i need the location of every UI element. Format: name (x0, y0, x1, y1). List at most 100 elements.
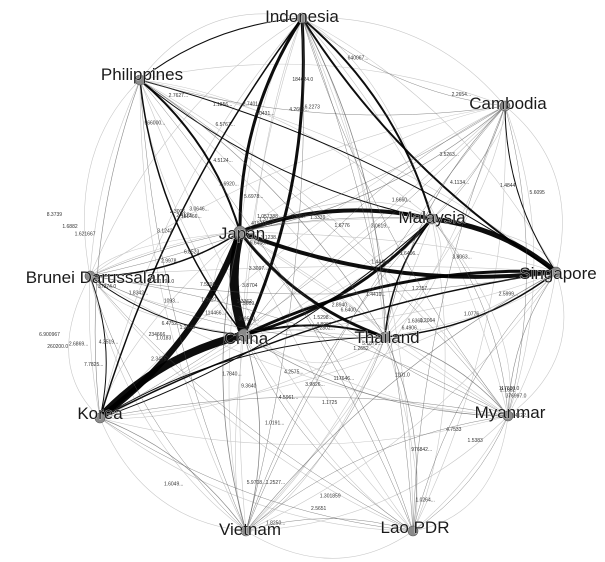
edge-laopdr-myanmar (412, 415, 509, 532)
edge-vietnam-japan (222, 231, 247, 532)
background-arc (245, 336, 386, 532)
background-arc (139, 79, 557, 273)
edge-weight-label: 1.3362 (237, 299, 253, 305)
edge-weight-label: 1.3339... (310, 215, 329, 221)
edge-indonesia-thailand (301, 17, 386, 338)
node-china (237, 328, 251, 342)
node-layer (84, 12, 562, 537)
background-arc (239, 231, 509, 417)
edge-weight-label: 1093... (164, 298, 179, 304)
edge-weight-label: 1.4446... (371, 259, 390, 265)
edge-weight-label: 1.301859 (320, 494, 341, 500)
edge-brunei-thailand (89, 275, 386, 339)
edge-weight-label: 7.7825... (84, 362, 103, 368)
background-arc (99, 417, 414, 532)
edge-weight-label: 1.3735 (259, 217, 275, 223)
edge-weight-label: 6.900967 (39, 332, 60, 338)
edge-korea-thailand (99, 336, 386, 419)
background-arc (99, 417, 247, 532)
background-arc (412, 105, 506, 532)
edge-weight-label: 184624.0 (292, 77, 313, 83)
edge-weight-label: 4.5961... (279, 395, 298, 401)
edge-myanmar-china (243, 334, 509, 417)
edge-philippines-laopdr (139, 79, 414, 532)
node-cambodia (499, 100, 511, 112)
edge-vietnam-laopdr (245, 518, 414, 532)
node-malaysia (426, 213, 438, 225)
background-arc (239, 231, 557, 273)
edge-weight-label: 4.2669... (289, 107, 308, 113)
edge-weight-label: 3.9826... (305, 382, 324, 388)
edge-layer (89, 17, 558, 532)
edge-philippines-singapore (139, 79, 557, 273)
edge-weight-label: 1.057388 (257, 214, 278, 220)
edge-weight-label: 4.8961... (316, 322, 335, 328)
edge-weight-label: 1.2652 (353, 346, 369, 352)
edge-cambodia-laopdr (412, 105, 506, 532)
node-label-philippines: Philippines (101, 65, 183, 84)
edge-weight-label: 7.5296... (200, 282, 219, 288)
background-arc (431, 105, 507, 220)
edge-cambodia-brunei (89, 105, 506, 277)
edge-weight-label: 114466... (205, 311, 225, 317)
edge-weight-label: 2.6920... (219, 182, 238, 188)
edge-weight-label: 4.7533 (446, 427, 462, 433)
background-arc (99, 17, 303, 419)
edge-weight-label: 5.1879.... (362, 341, 383, 347)
edge-weight-label: 260200.0 (47, 344, 68, 350)
background-arc (89, 231, 241, 277)
edge-philippines-vietnam (139, 79, 247, 532)
background-arc (89, 275, 247, 532)
edge-cambodia-japan (239, 105, 506, 233)
background-arc (243, 105, 506, 336)
edge-weight-label: 1.0227... (201, 297, 220, 303)
edge-weight-label: 640067... (348, 55, 369, 61)
edge-weight-label: 2.2802... (315, 326, 334, 332)
edge-philippines-korea (94, 79, 141, 419)
edge-weight-label: 331793.0 (153, 279, 174, 285)
background-arc (239, 17, 303, 532)
edge-weight-label: 3.8063... (452, 254, 471, 260)
edge-weight-label: 4.4122... (511, 413, 530, 419)
edge-vietnam-korea (99, 417, 247, 532)
edge-weight-label: 976842... (411, 447, 432, 453)
background-arc (84, 79, 141, 277)
background-arc (245, 271, 557, 532)
edge-weight-label: 5.9718... (247, 480, 266, 486)
edge-weight-label: 2.3006... (170, 209, 189, 215)
edge-weight-label: 1.2064 (420, 318, 436, 324)
background-arc (139, 63, 506, 107)
edge-weight-label: 3.5263... (439, 152, 458, 158)
edge-brunei-singapore (89, 271, 557, 295)
node-japan (233, 225, 247, 239)
edge-weight-label: 419216... (251, 221, 272, 227)
edge-laopdr-china (243, 334, 414, 532)
node-label-vietnam: Vietnam (219, 520, 281, 539)
edge-weight-label: 2.4123 (176, 213, 192, 219)
node-philippines (134, 74, 146, 86)
node-label-thailand: Thailand (354, 328, 419, 347)
edge-weight-label: 7.7997 (291, 214, 307, 220)
edge-china-malaysia (243, 218, 434, 337)
edge-weight-label: 181466... (181, 214, 202, 220)
edge-philippines-indonesia (139, 17, 303, 81)
edge-myanmar-japan (239, 231, 509, 417)
edge-weight-label: 1.6406... (400, 251, 419, 257)
edge-weight-label: 2.5999... (499, 292, 518, 298)
background-arc (235, 334, 247, 532)
edge-weight-label: 376997.0 (506, 393, 527, 399)
edge-philippines-myanmar (139, 79, 509, 417)
edge-weight-label: 2.8940... (332, 302, 351, 308)
edge-korea-japan (98, 230, 243, 421)
edge-weight-label: 234666.... (149, 332, 171, 338)
node-myanmar (502, 410, 514, 422)
edge-laopdr-singapore (412, 271, 557, 532)
edge-thailand-malaysia (384, 218, 433, 338)
edge-laopdr-brunei (89, 275, 414, 532)
edge-weight-label: 4.1134... (450, 180, 469, 186)
node-thailand (379, 331, 391, 343)
edge-indonesia-cambodia (301, 17, 506, 107)
background-arc (139, 13, 303, 81)
edge-vietnam-brunei (89, 275, 247, 532)
edge-korea-malaysia (99, 218, 433, 419)
